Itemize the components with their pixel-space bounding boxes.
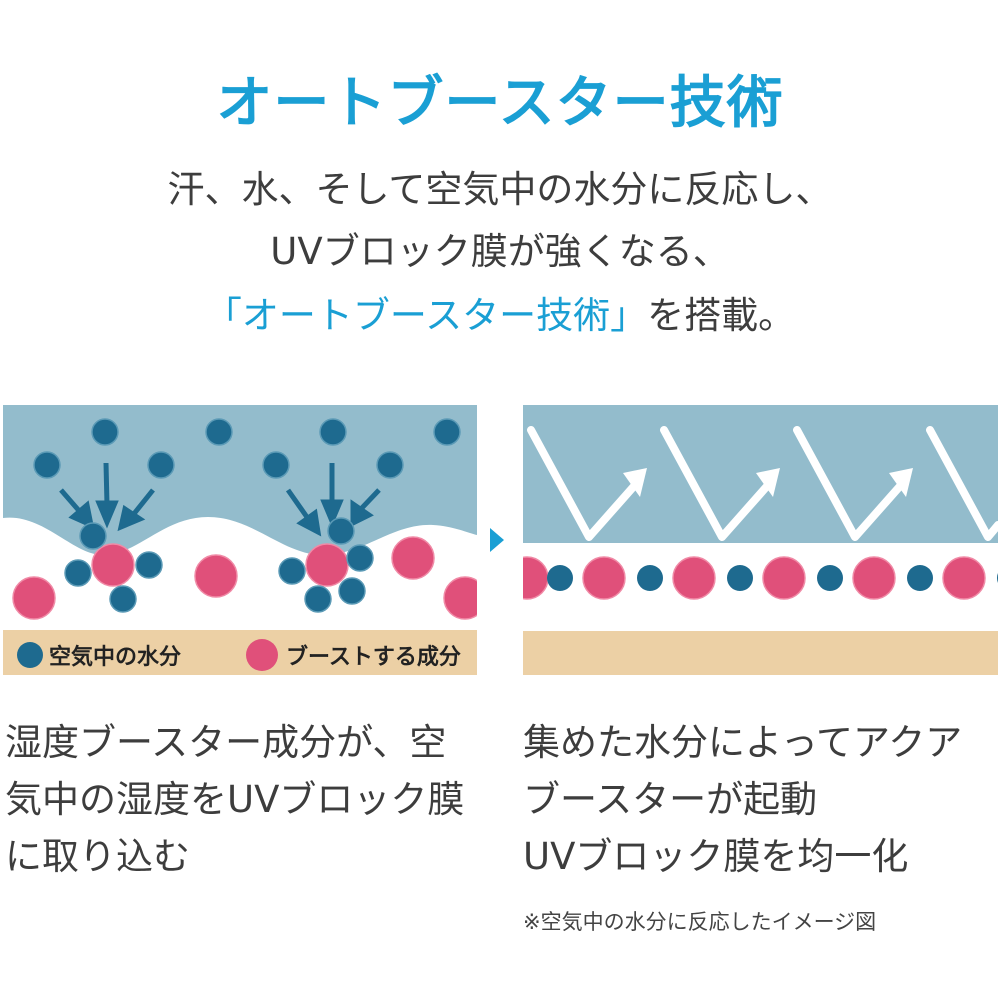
page-title: オートブースター技術 [216,71,784,136]
subtitle-line-2: UVブロック膜が強くなる、 [270,230,730,273]
caption-right-line: ブースターが起動 [523,778,818,821]
footnote: ※空気中の水分に反応したイメージ図 [523,910,877,934]
diagram-absorb: 空気中の水分 ブーストする成分 [3,405,477,675]
subtitle-rest: を搭載。 [647,294,796,337]
caption-left-line: 気中の湿度をUVブロック膜 [5,778,465,821]
boost-legend-swatch [246,639,278,671]
diagram-uniform [523,405,998,675]
next-arrow-icon [490,528,504,552]
subtitle-line-3: 「オートブースター技術」を搭載。 [0,294,1000,338]
water-legend-swatch [17,642,43,668]
caption-left: 湿度ブースター成分が、空 気中の湿度をUVブロック膜 に取り込む [5,714,464,885]
caption-right: 集めた水分によってアクア ブースターが起動 UVブロック膜を均一化 [523,714,962,885]
legend-boost: ブーストする成分 [286,644,461,670]
caption-left-line: 湿度ブースター成分が、空 [5,721,447,764]
legend-water: 空気中の水分 [49,644,181,670]
caption-left-line: に取り込む [5,835,190,878]
subtitle-line-1: 汗、水、そして空気中の水分に反応し、 [167,168,833,211]
subtitle-highlight: 「オートブースター技術」 [204,294,648,337]
legend-bar [3,630,477,675]
caption-right-line: UVブロック膜を均一化 [523,835,909,878]
caption-right-line: 集めた水分によってアクア [523,721,963,764]
